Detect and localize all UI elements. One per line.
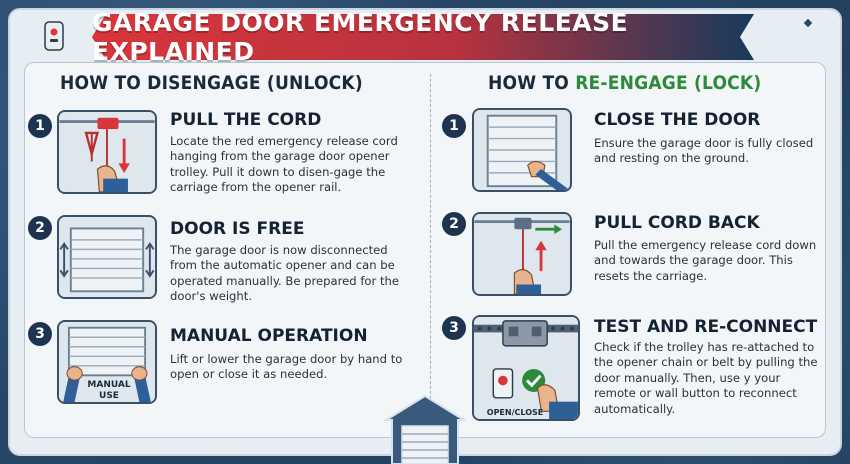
pull-cord-back-illustration (472, 212, 572, 296)
step-number: 1 (442, 114, 466, 138)
manual-use-label: MANUAL USE (87, 380, 131, 401)
step-title: CLOSE THE DOOR (594, 110, 761, 130)
step-number: 2 (442, 212, 466, 236)
pull-cord-illustration (57, 110, 157, 194)
column-divider (430, 74, 431, 414)
page-title: GARAGE DOOR EMERGENCY RELEASE EXPLAINED (92, 8, 629, 66)
step-description: Pull the emergency release cord down and… (594, 238, 817, 283)
step-title: PULL THE CORD (170, 110, 322, 130)
step-description: Lift or lower the garage door by hand to… (170, 352, 403, 382)
open-close-label: OPEN/CLOSE (486, 408, 544, 417)
wrench-icon (785, 18, 815, 51)
step-title: TEST AND RE-CONNECT (594, 317, 818, 337)
step-description: Locate the red emergency release cord ha… (170, 134, 398, 195)
step-number: 2 (28, 216, 52, 240)
step-number: 3 (442, 316, 466, 340)
step-number: 1 (28, 114, 52, 138)
step-title: MANUAL OPERATION (170, 326, 368, 346)
garage-house-icon (384, 394, 466, 464)
remote-control-icon (44, 15, 64, 51)
step-number: 3 (28, 322, 52, 346)
step-description: Ensure the garage door is fully closed a… (594, 136, 814, 166)
step-description: Check if the trolley has re-attached to … (594, 340, 818, 416)
re-engage-heading: HOW TO RE-ENGAGE (LOCK) (488, 72, 761, 94)
heading-highlight: RE-ENGAGE (LOCK) (575, 72, 762, 94)
heading-prefix: HOW TO (488, 72, 576, 94)
manual-operation-illustration: MANUAL USE (57, 320, 157, 404)
door-free-illustration (57, 215, 157, 299)
step-description: The garage door is now disconnected from… (170, 243, 399, 304)
content-panel (24, 62, 826, 438)
step-title: DOOR IS FREE (170, 219, 305, 239)
step-title: PULL CORD BACK (594, 213, 760, 233)
title-banner: GARAGE DOOR EMERGENCY RELEASE EXPLAINED (92, 8, 754, 66)
close-door-illustration (472, 108, 572, 192)
test-reconnect-illustration: OPEN/CLOSE (472, 315, 580, 421)
disengage-heading: HOW TO DISENGAGE (UNLOCK) (60, 72, 363, 94)
